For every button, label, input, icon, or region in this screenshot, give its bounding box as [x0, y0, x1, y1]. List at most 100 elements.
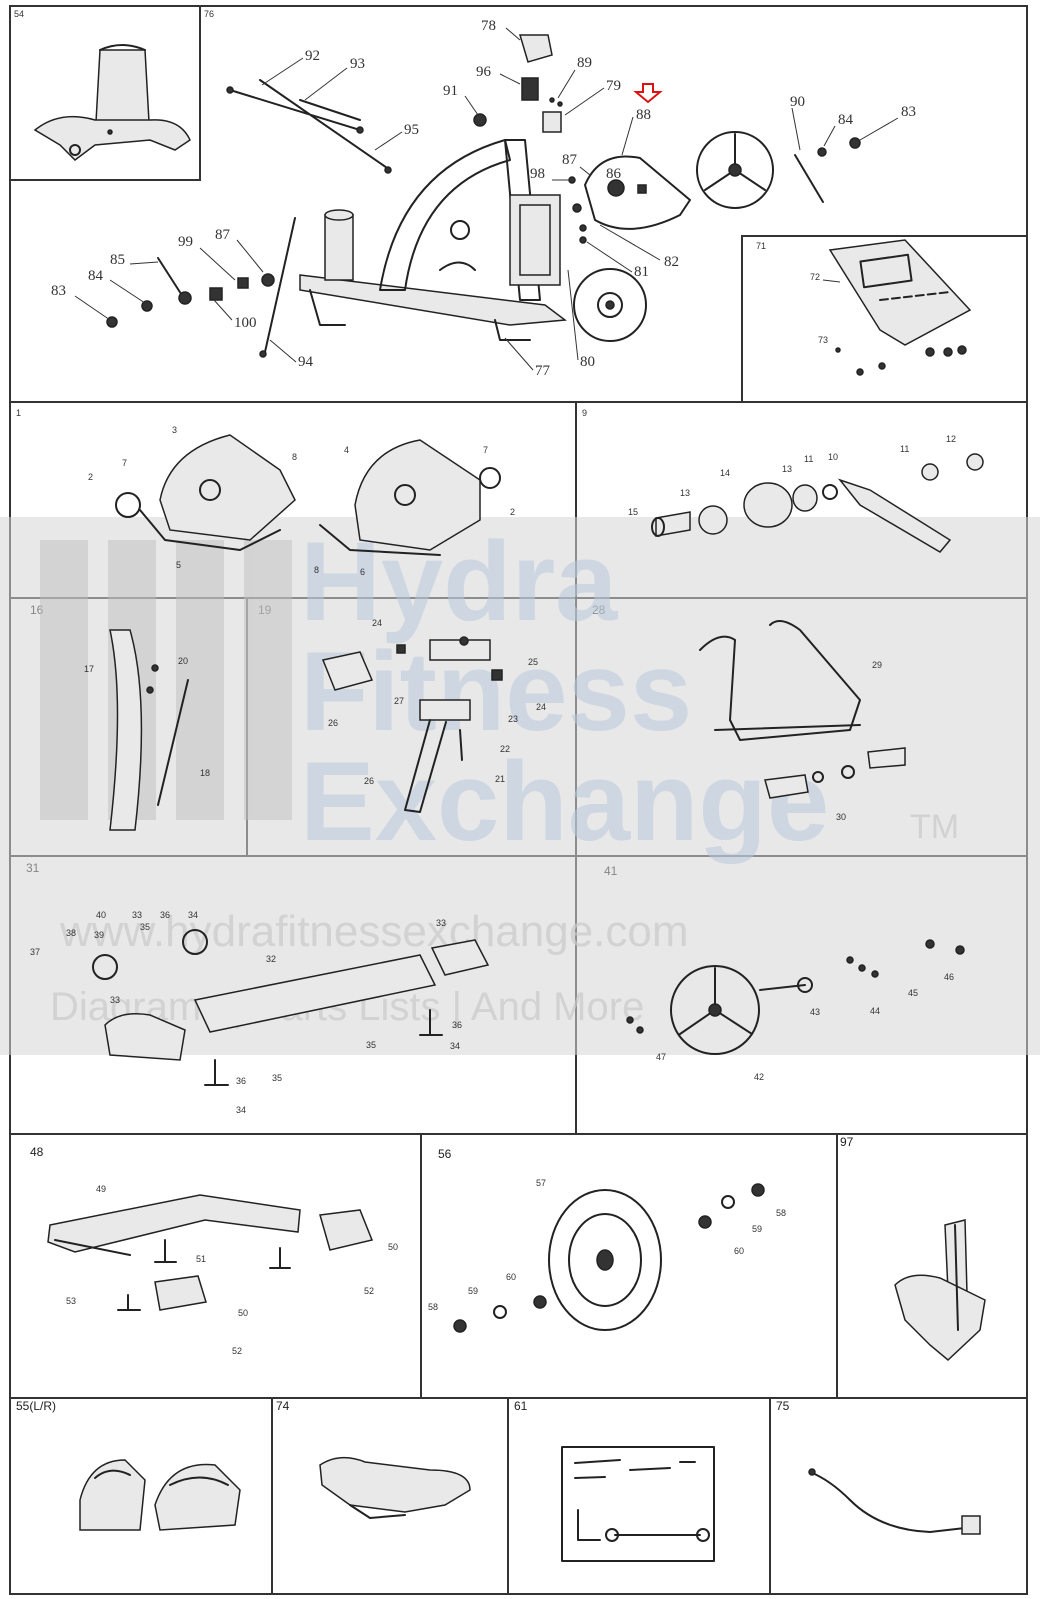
callout-59-right: 59 [752, 1224, 762, 1234]
callout-52-right: 52 [364, 1286, 374, 1296]
callout-13-right: 13 [782, 464, 792, 474]
callout-87-left: 87 [215, 227, 231, 243]
section-label-56: 56 [438, 1147, 452, 1161]
callout-32: 32 [266, 954, 276, 964]
frame-56 [420, 1133, 838, 1399]
part-drawing-56-flywheel: 57 58 59 60 60 59 58 [428, 1178, 786, 1333]
callout-79: 79 [606, 78, 621, 94]
callout-35-mid: 35 [366, 1040, 376, 1050]
callout-57: 57 [536, 1178, 546, 1188]
part-drawing-71-console: 72 73 [810, 239, 972, 376]
part-drawing-9-crank: 11 12 14 13 13 11 10 15 [628, 434, 984, 553]
callout-90: 90 [790, 94, 805, 110]
callout-100: 100 [234, 315, 257, 331]
callout-82: 82 [664, 254, 679, 270]
section-label-1: 1 [16, 408, 21, 418]
frame-54 [9, 5, 201, 181]
highlight-arrow-icon [633, 83, 663, 104]
callout-50-left: 50 [238, 1308, 248, 1318]
callout-33-top: 33 [132, 910, 142, 920]
callout-15: 15 [628, 507, 638, 517]
watermark: Hydra Fitness Exchange TM www.hydrafitne… [0, 517, 1040, 1055]
callout-5: 5 [176, 560, 181, 570]
callout-81: 81 [634, 264, 649, 280]
watermark-trademark: TM [910, 808, 959, 846]
callout-12: 12 [946, 434, 956, 444]
callout-47: 47 [656, 1052, 666, 1062]
part-drawing-75-cable [808, 1468, 981, 1535]
callout-38: 38 [66, 928, 76, 938]
callout-60-left: 60 [506, 1272, 516, 1282]
part-drawing-61-toolkit [561, 1446, 715, 1562]
callout-40: 40 [96, 910, 106, 920]
watermark-band [0, 517, 1040, 1055]
section-label-76: 76 [204, 9, 214, 19]
part-drawing-76-frame [106, 34, 861, 358]
watermark-url: www.hydrafitnessexchange.com [59, 907, 689, 956]
callout-36-right: 36 [452, 1020, 462, 1030]
callout-59-left: 59 [468, 1286, 478, 1296]
callout-25: 25 [528, 657, 538, 667]
callout-60-right: 60 [734, 1246, 744, 1256]
callout-42: 42 [754, 1072, 764, 1082]
watermark-word-hydra: Hydra [300, 519, 618, 644]
part-drawing-16-post: 17 20 18 [84, 629, 210, 831]
watermark-word-fitness: Fitness [300, 629, 692, 754]
callout-22: 22 [500, 744, 510, 754]
part-drawing-54 [33, 44, 191, 161]
callout-34-right: 34 [450, 1041, 460, 1051]
callout-51: 51 [196, 1254, 206, 1264]
section-label-75: 75 [776, 1399, 790, 1413]
callout-8-right: 8 [314, 565, 319, 575]
callout-44: 44 [870, 1006, 880, 1016]
callout-18: 18 [200, 768, 210, 778]
callout-58-left: 58 [428, 1302, 438, 1312]
callout-58-right: 58 [776, 1208, 786, 1218]
callout-92: 92 [305, 48, 320, 64]
callout-83-top: 83 [901, 104, 916, 120]
callout-35-top: 35 [140, 922, 150, 932]
part-drawing-41-wheel: 42 43 44 45 46 47 [626, 939, 965, 1082]
callout-13-left: 13 [680, 488, 690, 498]
callout-26: 26 [328, 718, 338, 728]
callout-72: 72 [810, 272, 820, 282]
callout-96: 96 [476, 64, 492, 80]
callout-34-bottom: 34 [236, 1105, 246, 1115]
callout-11-mid: 11 [804, 454, 813, 464]
callout-2-right: 2 [510, 507, 515, 517]
section-label-74: 74 [276, 1399, 290, 1413]
callout-53: 53 [66, 1296, 76, 1306]
frame-48 [9, 1133, 422, 1399]
callout-26-bottom: 26 [364, 776, 374, 786]
callout-7-left: 7 [122, 458, 127, 468]
callout-17: 17 [84, 664, 94, 674]
section-label-61: 61 [514, 1399, 528, 1413]
callout-85: 85 [110, 252, 125, 268]
callout-21: 21 [495, 774, 505, 784]
part-drawing-74-seat [319, 1456, 471, 1519]
callout-98: 98 [530, 166, 545, 182]
callout-11-top: 11 [900, 444, 909, 454]
part-drawing-97 [894, 1219, 986, 1362]
callout-43: 43 [810, 1007, 820, 1017]
watermark-word-exchange: Exchange [300, 739, 829, 864]
callout-93: 93 [350, 56, 365, 72]
part-drawing-48-stabilizer: 49 50 51 52 53 50 52 [47, 1184, 398, 1356]
callout-10: 10 [828, 452, 838, 462]
part-drawing-19-seatpost: 24 25 27 26 23 24 22 21 26 [321, 618, 546, 813]
callout-95: 95 [404, 122, 419, 138]
callout-80: 80 [580, 354, 595, 370]
callout-23: 23 [508, 714, 518, 724]
callout-87-top: 87 [562, 152, 578, 168]
section-label-9: 9 [582, 408, 587, 418]
callout-33-right: 33 [436, 918, 446, 928]
section-label-97: 97 [840, 1135, 854, 1149]
section-label-55: 55(L/R) [16, 1399, 56, 1413]
callout-34-top: 34 [188, 910, 198, 920]
callout-91: 91 [443, 83, 458, 99]
frame-97 [836, 1133, 1028, 1399]
callout-45: 45 [908, 988, 918, 998]
callout-6: 6 [360, 567, 365, 577]
callout-46: 46 [944, 972, 954, 982]
callout-78: 78 [481, 18, 496, 34]
